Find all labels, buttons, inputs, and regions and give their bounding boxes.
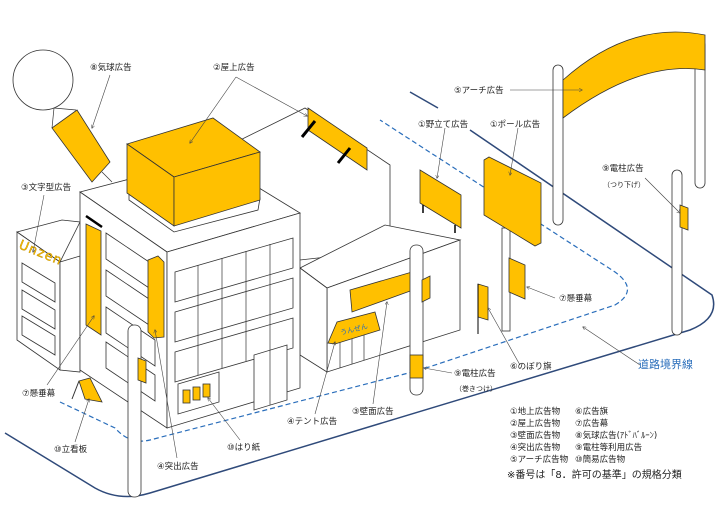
legend-item: ①地上広告物	[510, 406, 561, 417]
label-balloon: ⑧気球広告	[90, 62, 132, 73]
unzen-windows	[21, 262, 56, 356]
label-letter: ③文字型広告	[21, 182, 71, 193]
label-banner-right: ⑦懸垂幕	[559, 293, 593, 304]
rooftop-side-sign	[307, 107, 368, 171]
legend-item: ②屋上広告物	[510, 418, 561, 429]
pole-wrap-sign	[409, 354, 424, 379]
pole-hanging-sign-mid	[421, 275, 431, 303]
label-pole-sign: ①ポール広告	[490, 119, 540, 130]
pole-banner	[508, 257, 526, 300]
balloon-sign	[51, 109, 111, 183]
label-banner-left: ⑦懸垂幕	[22, 388, 56, 399]
legend-item: ⑤アーチ広告物	[510, 454, 569, 465]
a-board-sign	[78, 377, 103, 403]
label-arch: ⑤アーチ広告	[454, 85, 504, 96]
pole-sign-board	[483, 156, 542, 247]
label-utility-hanging: ⑨電柱広告	[602, 163, 644, 174]
projecting-sign	[147, 255, 165, 339]
legend-item: ⑧気球広告(ｱﾄﾞﾊﾞﾙｰﾝ)	[575, 430, 657, 441]
label-utility-hanging-sub: （つり下げ）	[603, 180, 645, 189]
label-a-board: ⑩立看板	[54, 444, 88, 455]
utility-pole-left	[127, 324, 142, 498]
rooftop-sign-right	[173, 151, 261, 227]
balloon	[12, 49, 74, 111]
legend-note: ※番号は「8．許可の基準」の規格分類	[507, 468, 682, 481]
label-utility-wrap: ⑨電柱広告	[454, 368, 496, 379]
poster-signs	[182, 383, 211, 404]
label-flag: ⑥のぼり旗	[510, 361, 552, 372]
label-standing: ①野立て広告	[418, 119, 468, 130]
legend-item: ⑥広告旗	[575, 406, 609, 417]
unzen-building-front	[59, 255, 81, 373]
standing-sign	[419, 169, 462, 229]
label-projecting: ④突出広告	[157, 461, 199, 472]
legend-item: ⑦広告幕	[575, 418, 609, 429]
utility-pole-right	[671, 169, 683, 336]
label-tent: ④テント広告	[287, 416, 337, 427]
road-edge-top	[409, 91, 439, 109]
pole-hanging-sign-right	[679, 204, 689, 231]
legend-item: ④突出広告物	[510, 442, 561, 453]
pole-hanging-sign-left	[137, 357, 147, 384]
legend: ①地上広告物 ②屋上広告物 ③壁面広告物 ④突出広告物 ⑤アーチ広告物 ⑥広告旗…	[507, 406, 682, 481]
label-rooftop: ②屋上広告	[213, 62, 255, 73]
legend-item: ⑨電柱等利用広告	[575, 442, 642, 453]
arch-pole-left	[552, 64, 564, 226]
arch-sign	[562, 31, 706, 119]
legend-item: ③壁面広告物	[510, 430, 561, 441]
hanging-banner-left	[85, 223, 102, 336]
main-windows-right	[174, 237, 294, 415]
label-road-boundary: 道路境界線	[638, 357, 693, 371]
road-edge	[4, 129, 715, 498]
nobori-flag	[477, 283, 489, 321]
legend-item: ⑩簡易広告物	[575, 454, 626, 465]
label-utility-wrap-sub: （巻きつけ）	[455, 384, 497, 393]
label-poster: ⑩はり紙	[227, 442, 261, 453]
label-wall: ③壁面広告	[352, 406, 394, 417]
leader-lines	[33, 74, 680, 459]
